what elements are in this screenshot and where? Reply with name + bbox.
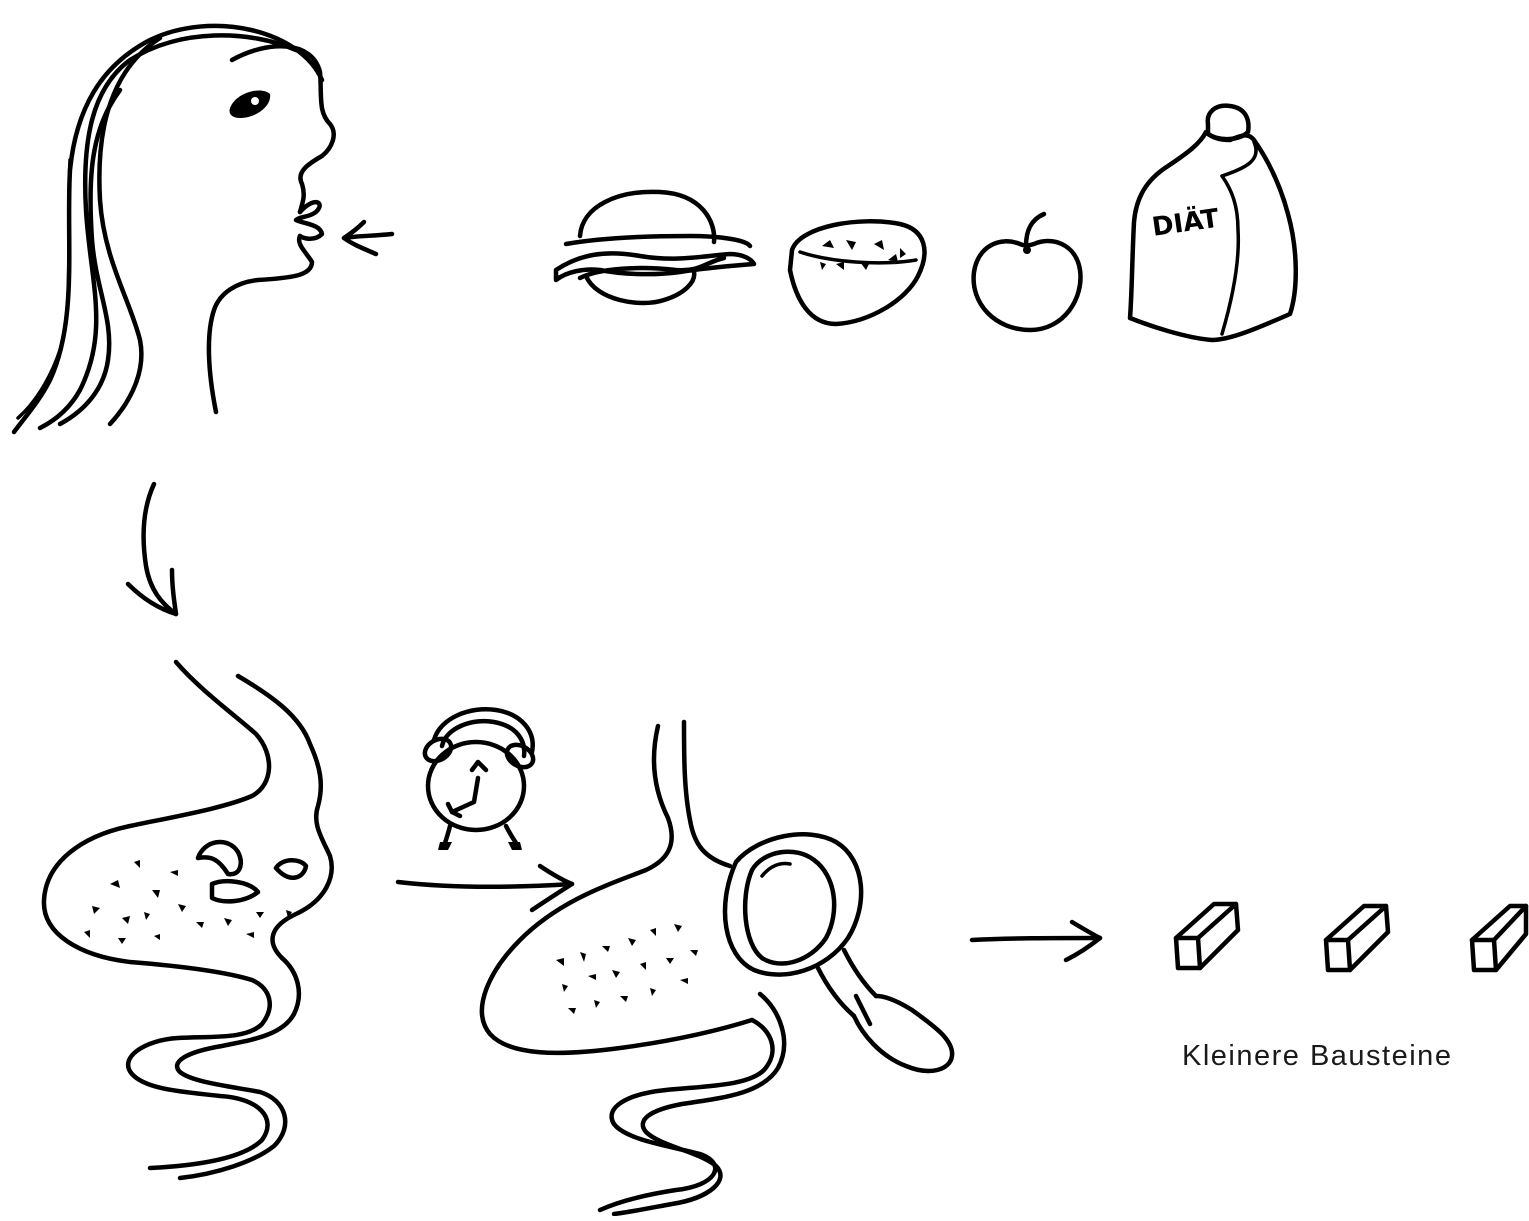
alarm-clock-icon [421,709,537,850]
mouth-arrow-icon [344,222,392,254]
salad-bowl-icon [790,221,924,324]
right-arrow-icon [398,866,572,910]
blocks-caption: Kleinere Bausteine [1182,1040,1452,1072]
woman-head-icon [14,26,334,432]
building-block-icon [1176,904,1238,968]
stomach-icon [482,722,784,1214]
diet-bottle-icon: DIÄT [1130,106,1296,340]
building-block-icon [1472,906,1526,970]
building-block-icon [1326,906,1388,970]
down-arrow-icon [128,484,176,614]
magnifying-glass-icon [725,834,952,1071]
bottle-label: DIÄT [1150,202,1221,243]
apple-icon [974,214,1081,330]
right-arrow-icon [972,922,1100,960]
stomach-icon [44,662,332,1178]
burger-icon [556,192,754,303]
